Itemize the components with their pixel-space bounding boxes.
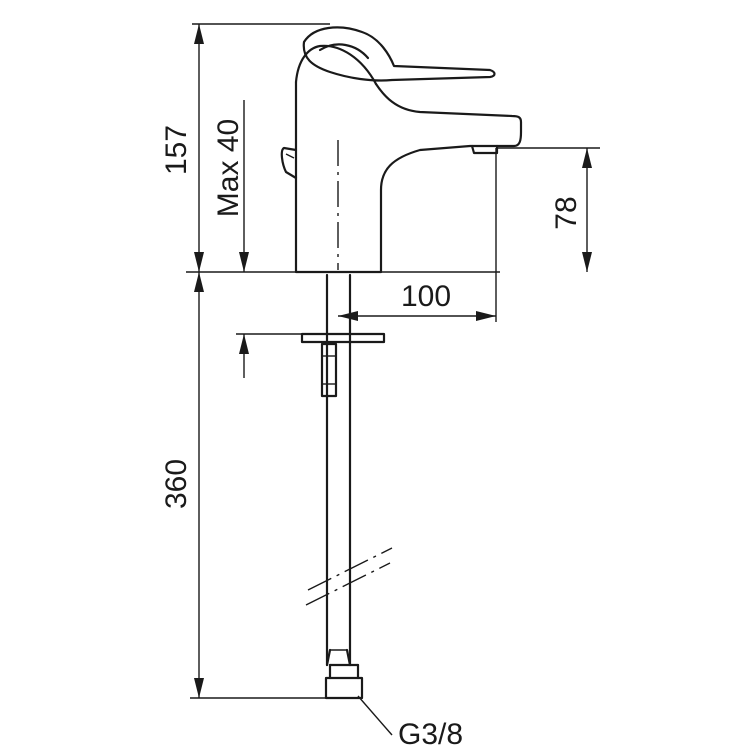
- hose-assembly: [300, 273, 393, 700]
- dim-label-78: 78: [550, 196, 583, 229]
- break-mark-upper: [307, 547, 393, 591]
- thread-callout: G3/8: [357, 695, 463, 751]
- dimension-spout-reach: 100: [338, 280, 496, 321]
- dim-label-100: 100: [401, 280, 451, 313]
- dimension-total-height: 157: [160, 24, 204, 272]
- connection-nut: [324, 676, 364, 700]
- dim-label-g3-8: G3/8: [398, 718, 463, 751]
- faucet-body: [280, 26, 523, 274]
- break-mark-lower: [305, 562, 391, 606]
- dim-label-157: 157: [160, 125, 193, 175]
- extension-lines: [186, 23, 600, 699]
- dim-label-360: 360: [160, 459, 193, 509]
- dimension-max-thickness: Max 40: [212, 100, 249, 378]
- dim-label-max-40: Max 40: [212, 119, 245, 217]
- dimension-spout-height: 78: [550, 148, 592, 272]
- dimension-hose-length: 360: [160, 272, 204, 698]
